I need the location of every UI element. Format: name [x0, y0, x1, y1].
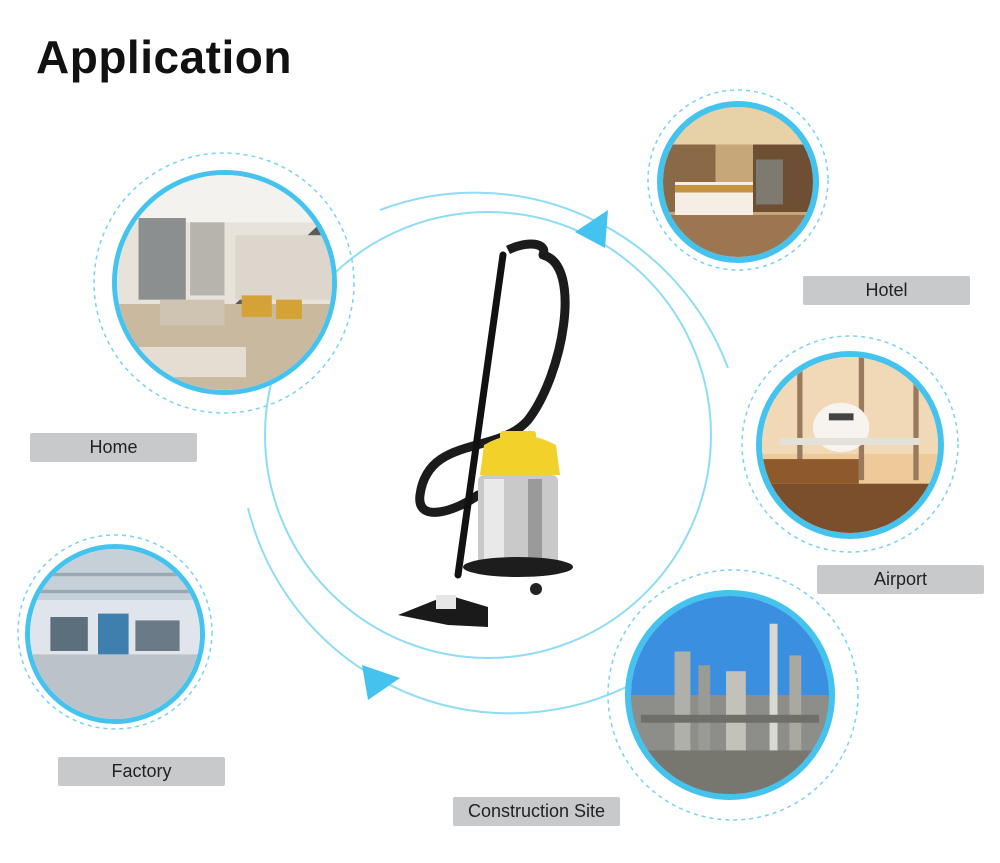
factory-dashed-ring	[17, 534, 213, 730]
label-factory: Factory	[58, 757, 225, 786]
outer-arc-top	[379, 191, 729, 369]
arrow-top-icon	[575, 210, 608, 248]
hotel-dashed-ring	[647, 89, 829, 271]
airport-photo	[756, 351, 944, 539]
label-airport: Airport	[817, 565, 984, 594]
home-dashed-ring	[93, 152, 355, 414]
home-photo	[112, 170, 337, 395]
arrow-bottom-icon	[362, 665, 400, 700]
label-home: Home	[30, 433, 197, 462]
page-title: Application	[36, 31, 292, 83]
outer-arc-bottom	[247, 507, 641, 715]
construction-dashed-ring	[607, 569, 859, 821]
inner-ring	[264, 211, 712, 659]
construction-photo	[625, 590, 835, 800]
hotel-photo	[657, 101, 819, 263]
airport-dashed-ring	[741, 335, 959, 553]
label-hotel: Hotel	[803, 276, 970, 305]
vacuum-cleaner-icon	[398, 239, 573, 627]
label-construction-site: Construction Site	[453, 797, 620, 826]
factory-photo	[25, 544, 205, 724]
